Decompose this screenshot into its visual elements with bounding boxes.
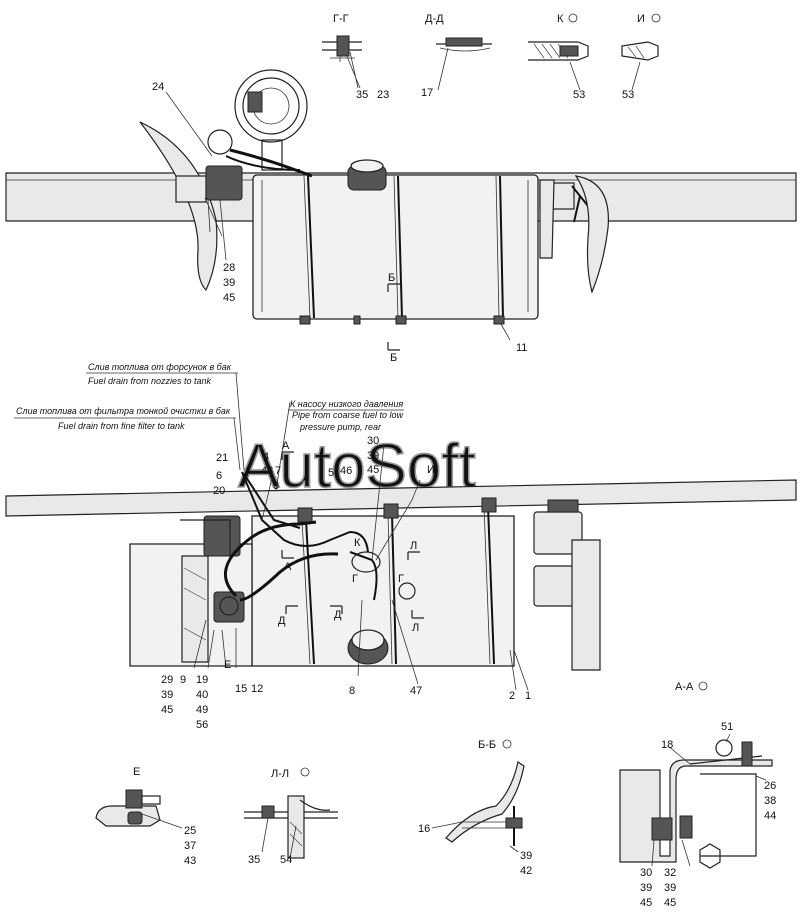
callout-15: 15 <box>235 683 247 695</box>
callout-2: 2 <box>509 690 515 702</box>
callout-21: 21 <box>216 452 228 464</box>
callout-19: 19 <box>196 674 208 686</box>
callout-25: 25 <box>184 825 196 837</box>
note-injector-drain-en: Fuel drain from nozzies to tank <box>88 376 212 386</box>
callout-44: 44 <box>764 810 776 822</box>
callout-39-bb: 39 <box>520 850 532 862</box>
detail-e: Е 25 37 43 <box>95 766 196 867</box>
callout-16: 16 <box>418 823 430 835</box>
callout-54: 54 <box>280 854 292 866</box>
callout-4: 4 <box>263 451 269 463</box>
note-low-pump-en2: pressure pump, rear <box>299 422 382 432</box>
upper-side-view: Б Б 24 28 39 45 11 <box>5 69 797 364</box>
marker-a-bottom: А <box>284 561 292 573</box>
callout-11: 11 <box>516 342 527 354</box>
callout-45-aa-left: 45 <box>640 897 652 909</box>
note-low-pump-ru: К насосу низкого давления <box>290 399 403 409</box>
marker-d-left: Д <box>278 615 286 627</box>
callout-38: 38 <box>764 795 776 807</box>
detail-a-a: А-А 18 51 26 38 44 30 39 45 32 39 45 <box>619 681 776 909</box>
detail-b-b: Б-Б 16 39 42 <box>418 739 532 877</box>
callout-39-mid: 39 <box>367 450 379 462</box>
callout-39-lower-left: 39 <box>161 689 173 701</box>
callout-53-i: 53 <box>622 89 634 101</box>
callout-23: 23 <box>377 89 389 101</box>
section-label-l-l: Л-Л <box>271 768 289 780</box>
callout-12: 12 <box>251 683 263 695</box>
callout-51: 51 <box>721 721 733 733</box>
callout-3: 3 <box>273 480 279 492</box>
callout-46: 46 <box>340 465 352 477</box>
callout-24: 24 <box>152 81 164 93</box>
note-fine-filter-ru: Слив топлива от фильтра тонкой очистки в… <box>16 406 231 416</box>
callout-49: 49 <box>196 704 208 716</box>
watermark: AutoSoft <box>238 432 476 501</box>
callout-6: 6 <box>216 470 222 482</box>
callout-42: 42 <box>520 865 532 877</box>
callout-9: 9 <box>180 674 186 686</box>
callout-30-mid: 30 <box>367 435 379 447</box>
callout-8: 8 <box>349 685 355 697</box>
callout-17: 17 <box>421 87 433 99</box>
callout-29: 29 <box>161 674 173 686</box>
callout-45-lower-left: 45 <box>161 704 173 716</box>
marker-l-bottom: Л <box>412 622 419 634</box>
note-fine-filter-en: Fuel drain from fine filter to tank <box>58 421 185 431</box>
callout-47: 47 <box>410 685 422 697</box>
callout-1: 1 <box>525 690 531 702</box>
callout-53-k: 53 <box>573 89 585 101</box>
callout-45-upper: 45 <box>223 292 235 304</box>
section-label-d-d: Д-Д <box>425 13 444 25</box>
callout-37: 37 <box>184 840 196 852</box>
marker-l-top: Л <box>410 540 417 552</box>
section-i-detail: И 53 <box>621 13 661 101</box>
callout-39-aa-left: 39 <box>640 882 652 894</box>
marker-d-right: Д <box>334 609 342 621</box>
section-label-k: К <box>557 13 564 25</box>
marker-b-top: Б <box>388 272 395 284</box>
section-label-i: И <box>637 13 645 25</box>
section-label-b-b: Б-Б <box>478 739 496 751</box>
callout-43: 43 <box>184 855 196 867</box>
section-label-e: Е <box>133 766 140 778</box>
section-k-detail: К 53 <box>528 13 589 101</box>
callout-20: 20 <box>213 485 225 497</box>
marker-g-right: Г <box>398 573 404 585</box>
callout-7: 7 <box>275 465 281 477</box>
marker-g-left: Г <box>352 573 358 585</box>
section-g-g-detail: Г-Г 35 23 <box>322 13 389 101</box>
lower-plan-view: Слив топлива от форсунок в бак Fuel drai… <box>5 362 797 731</box>
callout-56: 56 <box>196 719 208 731</box>
note-injector-drain-ru: Слив топлива от форсунок в бак <box>88 362 232 372</box>
callout-40: 40 <box>196 689 208 701</box>
section-label-g-g: Г-Г <box>333 13 349 25</box>
callout-5: 5 <box>328 467 334 479</box>
callout-45-aa-right: 45 <box>664 897 676 909</box>
marker-a-top: А <box>282 440 290 452</box>
callout-48: 48 <box>261 465 273 477</box>
callout-28: 28 <box>223 262 235 274</box>
marker-b-bottom: Б <box>390 352 397 364</box>
callout-32: 32 <box>664 867 676 879</box>
callout-35-top: 35 <box>356 89 368 101</box>
callout-35-bottom: 35 <box>248 854 260 866</box>
marker-e: Е <box>224 659 231 671</box>
section-label-a-a: А-А <box>675 681 694 693</box>
callout-26: 26 <box>764 780 776 792</box>
callout-18: 18 <box>661 739 673 751</box>
marker-i: И <box>427 464 435 476</box>
marker-k: К <box>354 537 361 549</box>
callout-30-aa: 30 <box>640 867 652 879</box>
callout-45-mid: 45 <box>367 464 379 476</box>
callout-39-aa-right: 39 <box>664 882 676 894</box>
detail-l-l: Л-Л 35 54 <box>244 767 338 866</box>
section-d-d-detail: Д-Д 17 <box>421 13 492 99</box>
callout-39-upper: 39 <box>223 277 235 289</box>
note-low-pump-en1: Pipe from coarse fuel to low <box>292 410 404 420</box>
